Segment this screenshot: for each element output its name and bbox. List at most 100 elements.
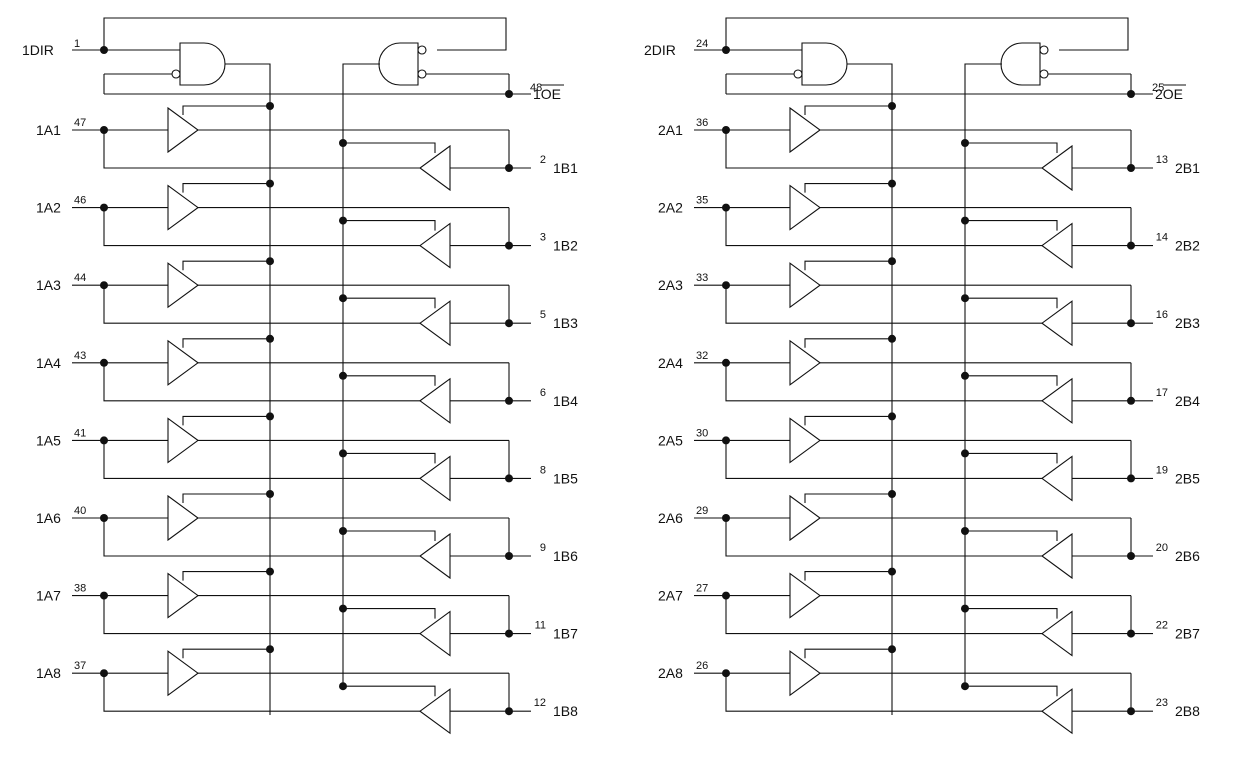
- b-port-label: 1B4: [553, 393, 578, 409]
- enable-junction-b-to-a: [339, 682, 347, 691]
- oe-pin-number: 48: [530, 82, 542, 94]
- buffer-a-to-b: [167, 572, 199, 619]
- b-to-a-return-wire: [103, 362, 420, 402]
- buffer-a-to-b: [789, 106, 821, 154]
- enable-junction-a-to-b: [888, 334, 896, 343]
- oe-label: 2OE: [1155, 86, 1183, 102]
- b-to-a-return-wire: [103, 207, 420, 247]
- b-pin-number: 23: [1156, 697, 1168, 709]
- a-pin-number: 38: [74, 583, 86, 595]
- enable-tap-b-to-a: [343, 375, 436, 386]
- buffer-a-to-b: [789, 572, 821, 619]
- b-pin-number: 17: [1156, 387, 1168, 399]
- enable-bus-b-to-a: [342, 63, 380, 690]
- enable-bus-b-to-a: [964, 63, 1002, 690]
- b-node-wire: [1072, 518, 1132, 557]
- a-pin-number: 40: [74, 505, 86, 517]
- b-port-label: 2B2: [1175, 238, 1200, 254]
- enable-junction-b-to-a: [961, 216, 969, 225]
- b-port-label: 1B6: [553, 548, 578, 564]
- b-junction: [505, 396, 513, 405]
- enable-tap-a-to-b: [804, 571, 892, 581]
- enable-junction-b-to-a: [339, 371, 347, 380]
- enable-junction-b-to-a: [339, 449, 347, 458]
- b-junction: [505, 474, 513, 483]
- a-port-label: 2A4: [658, 355, 683, 371]
- a-port-label: 1A7: [36, 588, 61, 604]
- oe-group-prefix: 2: [1155, 86, 1163, 102]
- b-junction: [505, 707, 513, 716]
- a-port-label: 1A4: [36, 355, 61, 371]
- enable-tap-a-to-b: [804, 183, 892, 193]
- a-pin-number: 35: [696, 195, 708, 207]
- buffer-a-to-b: [167, 650, 199, 697]
- buffer-a-to-b: [789, 650, 821, 697]
- dir-top-rail: [103, 17, 507, 51]
- a-pin-number: 47: [74, 117, 86, 129]
- enable-tap-a-to-b: [804, 338, 892, 348]
- a-port-label: 2A7: [658, 588, 683, 604]
- a-port-label: 2A8: [658, 665, 683, 681]
- oe-pin-number: 25: [1152, 82, 1164, 94]
- enable-junction-b-to-a: [339, 527, 347, 535]
- enable-tap-b-to-a: [965, 375, 1058, 386]
- enable-junction-a-to-b: [888, 490, 896, 498]
- b-pin-number: 6: [540, 387, 546, 399]
- b-pin-number: 14: [1156, 232, 1168, 244]
- enable-tap-a-to-b: [182, 260, 270, 271]
- a-port-label: 1A3: [36, 277, 61, 293]
- b-pin-number: 16: [1156, 309, 1168, 321]
- b-pin-number: 20: [1156, 542, 1168, 554]
- enable-tap-b-to-a: [343, 530, 436, 541]
- enable-bus-a-to-b: [225, 63, 271, 715]
- buffer-a-to-b: [789, 184, 821, 231]
- enable-junction-b-to-a: [961, 294, 969, 303]
- a-pin-number: 37: [74, 660, 86, 672]
- enable-tap-b-to-a: [965, 608, 1058, 619]
- b-node-wire: [1072, 285, 1132, 324]
- enable-junction-b-to-a: [961, 527, 969, 535]
- enable-junction-a-to-b: [266, 179, 274, 188]
- enable-tap-b-to-a: [965, 220, 1058, 231]
- buffer-a-to-b: [167, 184, 199, 231]
- b-pin-number: 11: [535, 620, 546, 632]
- oe-junction: [505, 90, 513, 98]
- b-to-a-return-wire: [725, 207, 1042, 247]
- b-node-wire: [450, 595, 510, 635]
- a-pin-number: 44: [74, 272, 86, 284]
- enable-junction-a-to-b: [888, 412, 896, 421]
- b-node-wire: [450, 207, 510, 247]
- b-to-a-return-wire: [103, 440, 420, 479]
- a-pin-number: 26: [696, 660, 708, 672]
- enable-tap-b-to-a: [343, 452, 436, 464]
- gate-a-inverting-bubble: [171, 69, 181, 79]
- b-to-a-return-wire: [103, 673, 420, 712]
- and-gate-a-enable: [801, 42, 848, 86]
- enable-tap-a-to-b: [182, 183, 270, 193]
- enable-junction-a-to-b: [266, 490, 274, 498]
- b-node-wire: [1072, 130, 1132, 169]
- b-junction: [505, 629, 513, 638]
- enable-tap-b-to-a: [343, 608, 436, 619]
- b-node-wire: [1072, 440, 1132, 479]
- b-port-label: 2B1: [1175, 160, 1200, 176]
- buffer-a-to-b: [167, 494, 199, 542]
- oe-label: 1OE: [533, 86, 561, 102]
- a-pin-number: 27: [696, 583, 708, 595]
- b-junction: [1127, 707, 1135, 716]
- enable-junction-a-to-b: [888, 257, 896, 266]
- enable-junction-a-to-b: [266, 334, 274, 343]
- a-port-label: 2A5: [658, 432, 683, 448]
- buffer-a-to-b: [167, 106, 199, 154]
- oe-signal-name: OE: [1163, 86, 1183, 102]
- b-pin-number: 3: [540, 232, 546, 244]
- b-node-wire: [450, 440, 510, 479]
- b-pin-number: 8: [540, 464, 546, 476]
